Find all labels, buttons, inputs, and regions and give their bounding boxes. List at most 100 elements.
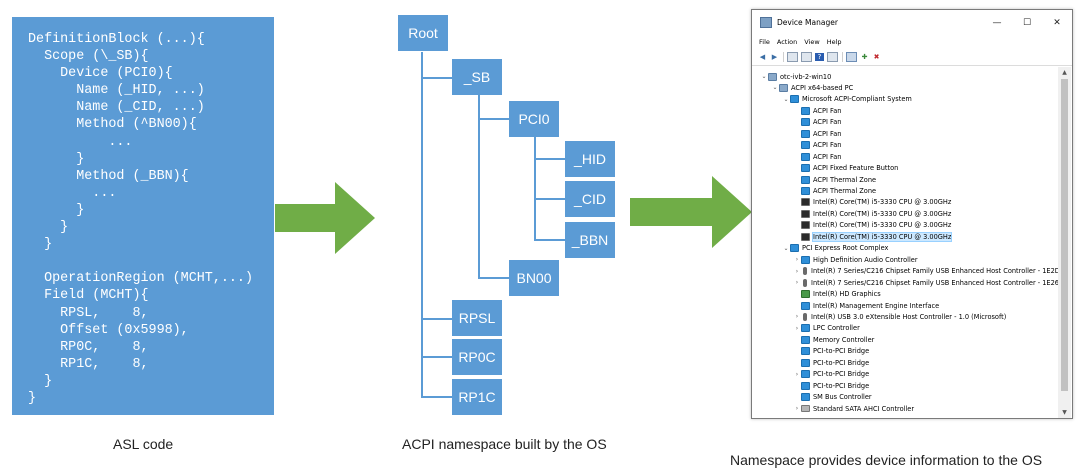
disk-icon — [801, 405, 810, 413]
add-device-icon[interactable]: ✚ — [861, 53, 868, 61]
device-icon — [801, 358, 810, 367]
properties-icon[interactable] — [787, 52, 798, 62]
device-tree-item[interactable]: ACPI Fan — [793, 105, 841, 116]
device-tree-item[interactable]: Intel(R) HD Graphics — [793, 289, 881, 300]
device-tree-item[interactable]: ACPI Thermal Zone — [793, 174, 876, 185]
device-tree-item[interactable]: ACPI Thermal Zone — [793, 186, 876, 197]
device-tree-label: ACPI x64-based PC — [791, 83, 854, 92]
tree-connector — [534, 158, 565, 160]
device-icon — [801, 381, 810, 390]
expand-toggle-icon[interactable]: › — [795, 279, 799, 287]
menu-help[interactable]: Help — [826, 37, 842, 46]
device-icon — [801, 118, 810, 127]
ns-node-hid: _HID — [565, 141, 615, 177]
expand-toggle-icon[interactable]: ⌄ — [772, 84, 778, 92]
vertical-scrollbar[interactable]: ▲ ▼ — [1058, 67, 1071, 418]
expand-toggle-icon[interactable]: › — [795, 324, 799, 332]
device-tree-label: High Definition Audio Controller — [813, 255, 918, 264]
arrow-shape — [275, 182, 375, 254]
device-tree-item[interactable]: › Intel(R) 7 Series/C216 Chipset Family U… — [793, 277, 1058, 288]
scan-hardware-icon[interactable] — [846, 52, 857, 62]
device-tree-item[interactable]: Intel(R) Management Engine Interface — [793, 300, 939, 311]
device-icon — [801, 141, 810, 150]
scroll-down-icon[interactable]: ▼ — [1062, 409, 1067, 416]
computer-icon — [779, 83, 788, 92]
toolbar-divider — [842, 52, 843, 62]
device-tree-label: PCI Express Root Complex — [802, 244, 889, 253]
device-tree-label: ACPI Fan — [813, 141, 842, 150]
device-icon — [801, 152, 810, 161]
arrow-right-icon — [630, 176, 752, 248]
scroll-up-icon[interactable]: ▲ — [1062, 69, 1067, 76]
device-tree-item[interactable]: ACPI Fan — [793, 117, 841, 128]
device-tree-item[interactable]: ACPI Fixed Feature Button — [793, 163, 898, 174]
ns-node-rp1c: RP1C — [452, 379, 502, 415]
device-tree-label: ACPI Fan — [813, 106, 842, 115]
device-icon — [801, 106, 810, 115]
usb-icon — [803, 267, 807, 276]
video-icon — [801, 290, 810, 299]
device-tree-item[interactable]: ›Intel(R) USB 3.0 eXtensible Host Contro… — [793, 311, 1006, 322]
device-tree-item[interactable]: ⌄ otc-ivb-2-win10 — [760, 71, 831, 82]
device-icon — [801, 393, 810, 402]
expand-toggle-icon[interactable]: › — [795, 256, 799, 264]
device-tree-item[interactable]: PCI-to-PCI Bridge — [793, 380, 869, 391]
expand-toggle-icon[interactable]: ⌄ — [761, 73, 767, 80]
expand-toggle-icon[interactable]: › — [795, 267, 799, 275]
device-tree-item[interactable]: ›Intel(R) 7 Series/C216 Chipset Family U… — [793, 266, 1058, 277]
close-button[interactable]: ✕ — [1053, 17, 1061, 28]
device-tree-item[interactable]: Intel(R) Core(TM) i5-3330 CPU @ 3.00GHz — [793, 231, 953, 242]
device-tree-label: ACPI Fan — [813, 129, 842, 138]
device-icon — [790, 244, 799, 253]
device-tree-label: PCI-to-PCI Bridge — [813, 358, 870, 367]
menu-file[interactable]: File — [759, 37, 770, 46]
cpu-icon — [801, 232, 810, 241]
device-tree-item[interactable]: ACPI Fan — [793, 151, 841, 162]
tree-connector — [421, 396, 452, 398]
device-tree-label: Memory Controller — [813, 335, 875, 344]
device-tree-item[interactable]: Intel(R) Core(TM) i5-3330 CPU @ 3.00GHz — [793, 197, 951, 208]
device-tree-item[interactable]: › High Definition Audio Controller — [793, 254, 918, 265]
device-tree-item[interactable]: ⌄ ACPI x64-based PC — [771, 82, 853, 93]
arrow-shape — [630, 176, 752, 248]
device-tree-item[interactable]: Intel(R) Core(TM) i5-3330 CPU @ 3.00GHz — [793, 220, 951, 231]
tree-connector — [421, 77, 452, 79]
device-tree-label: Intel(R) Core(TM) i5-3330 CPU @ 3.00GHz — [813, 221, 952, 230]
device-tree-item[interactable]: ›PCI-to-PCI Bridge — [793, 369, 869, 380]
tree-connector — [534, 137, 536, 241]
device-icon — [801, 324, 810, 333]
expand-toggle-icon[interactable]: › — [795, 405, 799, 413]
uninstall-device-icon[interactable]: ✖ — [873, 53, 880, 61]
device-tree-item[interactable]: ACPI Fan — [793, 128, 841, 139]
device-tree-item[interactable]: ›Standard SATA AHCI Controller — [793, 403, 914, 414]
device-tree-label: Intel(R) Core(TM) i5-3330 CPU @ 3.00GHz — [811, 231, 953, 242]
ns-node-root: Root — [398, 15, 448, 51]
maximize-button[interactable]: ☐ — [1022, 17, 1032, 28]
device-tree-label: otc-ivb-2-win10 — [780, 72, 832, 81]
scrollbar-thumb[interactable] — [1061, 79, 1068, 391]
back-arrow-icon[interactable]: ◀ — [759, 53, 766, 61]
device-tree-item[interactable]: ACPI Fan — [793, 140, 841, 151]
device-tree-item[interactable]: ⌄ PCI Express Root Complex — [782, 243, 888, 254]
device-tree-item[interactable]: ›LPC Controller — [793, 323, 860, 334]
expand-toggle-icon[interactable]: ⌄ — [783, 95, 789, 103]
view-icon[interactable] — [827, 52, 838, 62]
device-tree-label: Intel(R) 7 Series/C216 Chipset Family US… — [811, 278, 1058, 287]
usb-icon — [803, 312, 807, 321]
expand-toggle-icon[interactable]: › — [795, 370, 799, 378]
minimize-button[interactable]: — — [992, 17, 1002, 28]
help-icon[interactable]: ? — [815, 53, 824, 61]
menu-action[interactable]: Action — [776, 37, 798, 46]
device-tree-item[interactable]: Intel(R) Core(TM) i5-3330 CPU @ 3.00GHz — [793, 208, 951, 219]
device-tree-item[interactable]: PCI-to-PCI Bridge — [793, 357, 869, 368]
update-icon[interactable] — [801, 52, 812, 62]
expand-toggle-icon[interactable]: › — [795, 313, 799, 321]
device-tree-item[interactable]: PCI-to-PCI Bridge — [793, 346, 869, 357]
device-tree-item[interactable]: ⌄Microsoft ACPI-Compliant System — [782, 94, 912, 105]
menu-view[interactable]: View — [804, 37, 820, 46]
device-tree-item[interactable]: SM Bus Controller — [793, 392, 872, 403]
expand-toggle-icon[interactable]: ⌄ — [783, 244, 789, 252]
forward-arrow-icon[interactable]: ▶ — [771, 53, 778, 61]
device-tree-item[interactable]: Memory Controller — [793, 334, 874, 345]
device-icon — [801, 164, 810, 173]
